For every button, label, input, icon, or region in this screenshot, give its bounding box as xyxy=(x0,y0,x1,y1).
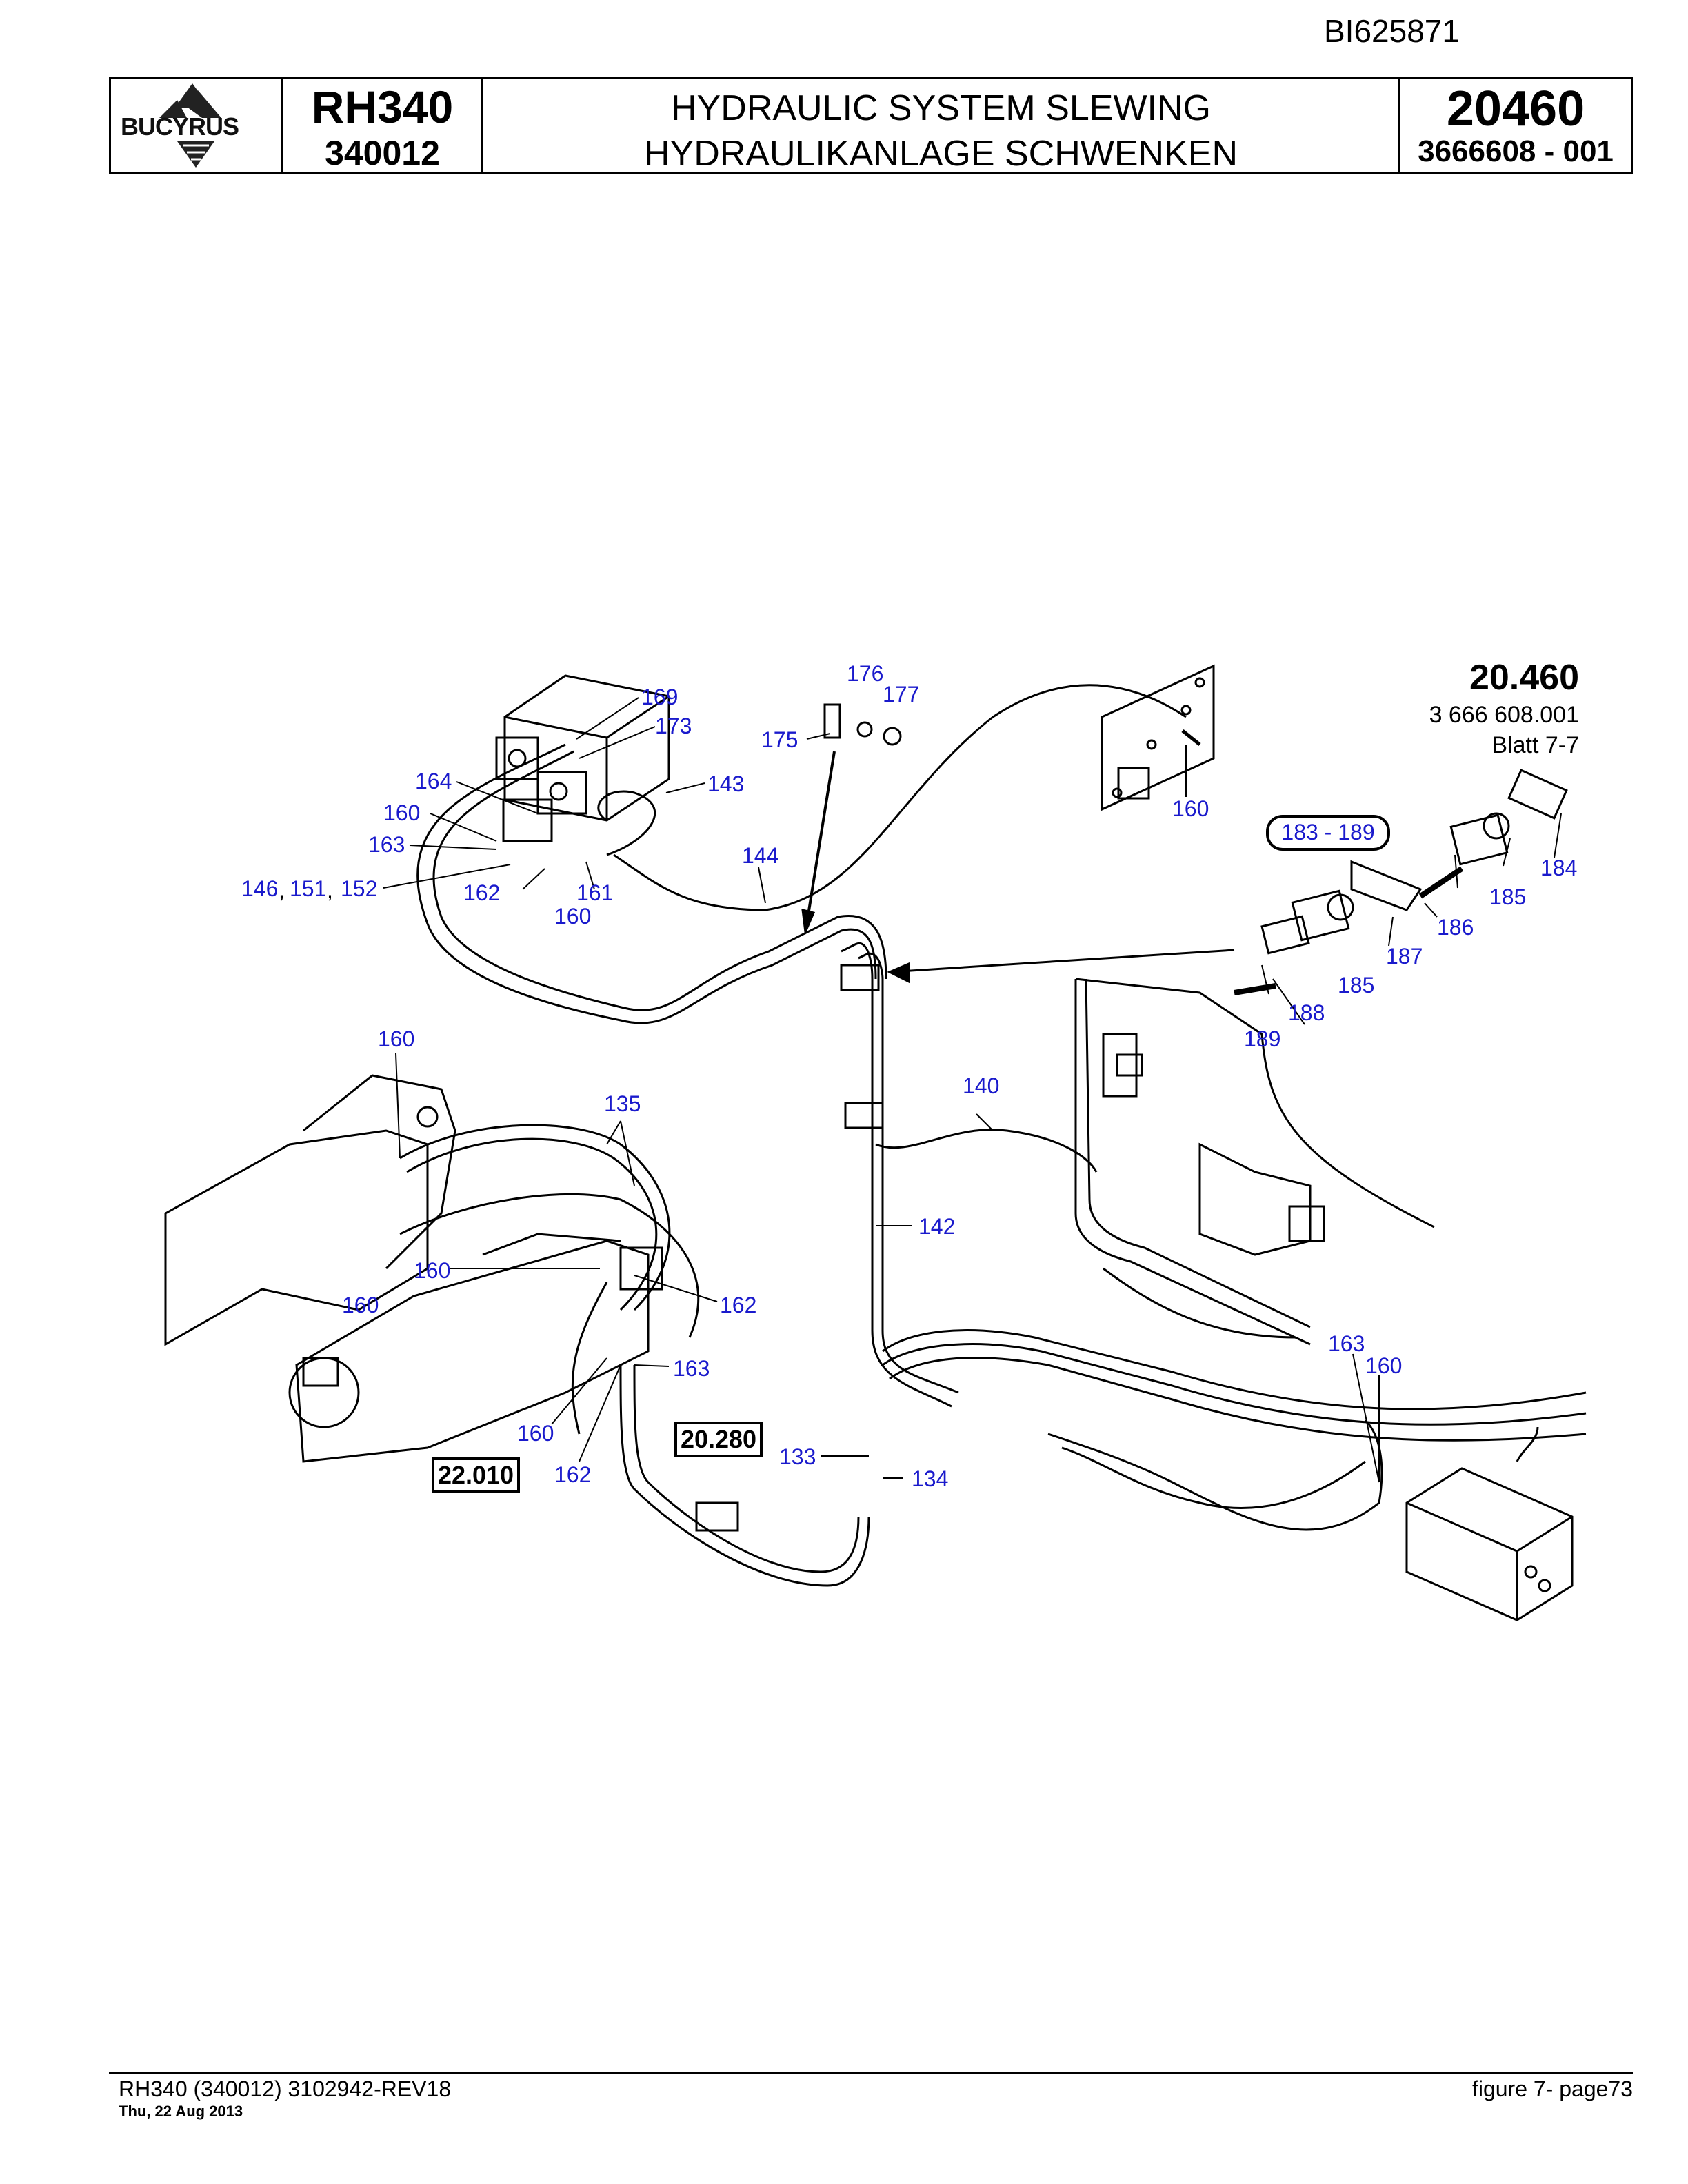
svg-text:,: , xyxy=(279,878,285,902)
callout: 161 xyxy=(576,880,613,905)
callout: 162 xyxy=(463,880,500,905)
model-number: 340012 xyxy=(325,134,440,172)
title-block: BUCYRUS RH340 340012 HYDRAULIC SYSTEM SL… xyxy=(109,77,1633,174)
callout: 160 xyxy=(1172,796,1209,821)
model-name: RH340 xyxy=(311,81,454,132)
callout: 160 xyxy=(414,1258,450,1283)
callout: 135 xyxy=(604,1091,641,1116)
callout: 164 xyxy=(415,769,452,793)
callout: 163 xyxy=(673,1356,710,1381)
callout: 134 xyxy=(912,1466,948,1491)
part-number: 3666608 - 001 xyxy=(1418,134,1614,168)
boxed-ref-frame xyxy=(432,1457,520,1493)
callout: 163 xyxy=(368,832,405,857)
title-cell: HYDRAULIC SYSTEM SLEWING HYDRAULIKANLAGE… xyxy=(483,79,1400,174)
callout: 187 xyxy=(1386,944,1423,969)
callout: 160 xyxy=(554,904,591,929)
reference-sheet: Blatt 7-7 xyxy=(1491,732,1579,758)
footer-document-ref: RH340 (340012) 3102942-REV18 xyxy=(119,2076,452,2101)
svg-text:,: , xyxy=(327,878,333,902)
group-number: 20460 xyxy=(1446,81,1585,136)
callout: 144 xyxy=(742,843,778,868)
bucyrus-logo xyxy=(159,83,221,168)
range-callout: 183 - 189 xyxy=(1281,820,1374,845)
callout: 143 xyxy=(707,771,744,796)
callout: 162 xyxy=(554,1462,591,1487)
number-cell: 20460 3666608 - 001 xyxy=(1400,79,1631,172)
boxed-ref: 20.280 xyxy=(681,1425,756,1453)
callout: 185 xyxy=(1489,884,1526,909)
callout: 133 xyxy=(779,1444,816,1469)
logo-cell: BUCYRUS xyxy=(111,79,283,172)
callout: 160 xyxy=(378,1027,414,1051)
callout: 163 xyxy=(1328,1331,1365,1356)
callout: 176 xyxy=(847,661,883,686)
logo-text: BUCYRUS xyxy=(121,112,239,141)
title-german: HYDRAULIKANLAGE SCHWENKEN xyxy=(643,134,1238,174)
boxed-ref-frame xyxy=(674,1422,763,1457)
callout: 151 xyxy=(290,876,326,901)
callout: 160 xyxy=(342,1293,379,1317)
callout: 160 xyxy=(383,800,420,825)
callout: 160 xyxy=(517,1421,554,1446)
callout: 184 xyxy=(1540,856,1577,880)
callout: 177 xyxy=(883,682,919,707)
callout: 160 xyxy=(1365,1353,1402,1378)
drawing-lines xyxy=(164,664,1587,1621)
callout-labels: 169 173 143 164 160 163 146 , 151 , 152 … xyxy=(241,661,1577,1491)
callout: 188 xyxy=(1288,1000,1325,1025)
callout: 189 xyxy=(1244,1027,1280,1051)
boxed-ref: 22.010 xyxy=(438,1461,514,1489)
callout: 173 xyxy=(655,714,692,738)
title-english: HYDRAULIC SYSTEM SLEWING xyxy=(670,88,1212,128)
leader-lines xyxy=(383,697,1562,1483)
range-frame xyxy=(1266,815,1390,851)
document-id: BI625871 xyxy=(1324,13,1460,49)
reference-number: 20.460 xyxy=(1469,658,1579,698)
callout: 169 xyxy=(641,685,678,709)
footer-date: Thu, 22 Aug 2013 xyxy=(119,2103,243,2120)
callout: 146 xyxy=(241,876,278,901)
callout: 186 xyxy=(1437,915,1474,940)
reference-part: 3 666 608.001 xyxy=(1429,702,1579,728)
footer-divider xyxy=(109,2072,1633,2074)
callout: 185 xyxy=(1338,973,1374,998)
callout: 140 xyxy=(963,1073,999,1098)
callout: 175 xyxy=(761,727,798,752)
callout: 142 xyxy=(918,1214,955,1239)
footer-page-ref: figure 7- page73 xyxy=(1471,2076,1633,2101)
model-cell: RH340 340012 xyxy=(283,79,483,172)
callout: 162 xyxy=(720,1293,756,1317)
callout: 152 xyxy=(341,876,377,901)
